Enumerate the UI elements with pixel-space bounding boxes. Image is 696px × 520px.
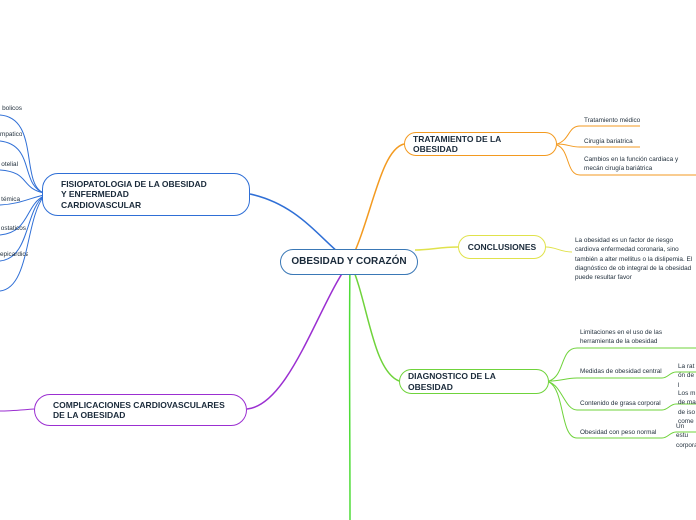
connector-diag-leaf-3: [548, 381, 662, 411]
connector-diagnostico: [349, 261, 400, 382]
diag-leaf-limitaciones[interactable]: Limitaciones en el uso de las herramient…: [580, 329, 663, 346]
connector-conclusiones: [414, 246, 459, 251]
connector-diag-leaf-4: [548, 381, 662, 439]
diag-subleaf-estudio[interactable]: Un estu corpora: [676, 423, 696, 449]
topic-diagnostico-label: DIAGNOSTICO DE LA OBESIDAD: [408, 371, 496, 392]
topic-fisiopatologia[interactable]: FISIOPATOLOGIA DE LA OBESIDAD Y ENFERMED…: [42, 173, 250, 216]
connector-diag-sub-2: [661, 403, 696, 411]
fisio-leaf-4[interactable]: témica: [1, 196, 20, 203]
topic-conclusiones[interactable]: CONCLUSIONES: [458, 235, 546, 259]
topic-conclusiones-label: CONCLUSIONES: [467, 241, 537, 252]
topic-diagnostico[interactable]: DIAGNOSTICO DE LA OBESIDAD: [399, 369, 549, 394]
connector-diag-sub-3: [661, 431, 696, 439]
central-topic[interactable]: OBESIDAD Y CORAZÓN: [280, 249, 418, 275]
connector-complicaciones-leaf: [0, 408, 35, 412]
central-topic-label: OBESIDAD Y CORAZÓN: [291, 256, 407, 267]
connector-fisio-leaf-5: [0, 195, 45, 236]
connector-fisio-leaf-3: [0, 169, 45, 194]
fisio-leaf-5[interactable]: ostaticos: [0, 225, 26, 232]
fisio-leaf-6[interactable]: epicardica: [0, 251, 28, 258]
diag-leaf-contenido-grasa[interactable]: Contenido de grasa corporal: [580, 400, 661, 407]
topic-complicaciones[interactable]: COMPLICACIONES CARDIOVASCULARES DE LA OB…: [34, 394, 247, 426]
diag-subleaf-ratio[interactable]: La rat ón de l: [678, 363, 695, 389]
trat-leaf-cirugia-bariatrica[interactable]: Cirugía bariatrica: [584, 138, 633, 145]
topic-fisiopatologia-label: FISIOPATOLOGIA DE LA OBESIDAD Y ENFERMED…: [61, 179, 207, 210]
connector-trat-leaf-1: [556, 125, 640, 145]
topic-tratamiento[interactable]: TRATAMIENTO DE LA OBESIDAD: [404, 132, 557, 156]
connector-fisio-leaf-6: [0, 195, 45, 262]
connector-fisio-leaf-7: [0, 195, 45, 292]
topic-tratamiento-label: TRATAMIENTO DE LA OBESIDAD: [413, 133, 501, 154]
connector-fisio-leaf-1: [0, 114, 45, 194]
connector-diag-sub-1: [661, 371, 696, 379]
connector-tratamiento: [349, 143, 405, 263]
diag-subleaf-metodos[interactable]: Los m de ma de iso come: [678, 390, 696, 425]
connector-trat-leaf-2: [556, 143, 640, 148]
connector-conclusiones-text: [545, 246, 573, 253]
fisio-leaf-3[interactable]: otelial: [1, 161, 18, 168]
topic-complicaciones-label: COMPLICACIONES CARDIOVASCULARES DE LA OB…: [53, 399, 225, 420]
connector-diag-leaf-2: [548, 377, 662, 382]
connector-trat-leaf-3: [556, 144, 696, 176]
diag-leaf-medidas-obesidad-central[interactable]: Medidas de obesidad central: [580, 368, 662, 375]
trat-leaf-tratamiento-medico[interactable]: Tratamiento médico: [584, 117, 641, 124]
connector-diag-leaf-1: [548, 347, 696, 382]
fisio-leaf-2[interactable]: mpatico: [0, 131, 22, 138]
connector-fisio-leaf-2: [0, 140, 45, 194]
fisio-leaf-1[interactable]: bolicos: [2, 105, 22, 112]
trat-leaf-cambios-funcion-cardiaca[interactable]: Cambios en la función cardiaca y mecán c…: [584, 156, 679, 173]
connector-complicaciones: [246, 261, 351, 410]
diag-leaf-obesidad-peso-normal[interactable]: Obesidad con peso normal: [580, 429, 657, 436]
conclusiones-text[interactable]: La obesidad es un factor de riesgo cardi…: [575, 237, 693, 282]
connector-fisio-leaf-4: [0, 194, 45, 206]
